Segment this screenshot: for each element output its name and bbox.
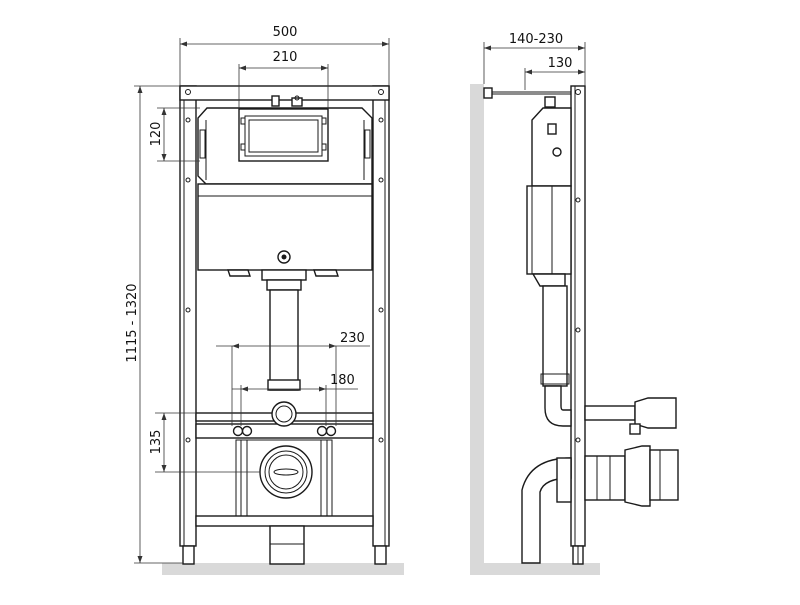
side-view: 140-230 130: [470, 32, 679, 575]
dim-depth-fixed: 130: [548, 56, 573, 71]
waste-outlet: [259, 445, 313, 499]
side-cistern-body: [526, 185, 572, 275]
side-cistern-top: [531, 107, 572, 187]
flush-pipe: [269, 289, 299, 391]
valve-left: [271, 95, 280, 107]
dim-plate-width: 210: [273, 50, 298, 65]
right-foot: [374, 545, 387, 565]
dim-plate-height: 120: [149, 122, 164, 147]
dim-outlet-height: 135: [149, 430, 164, 455]
wall: [470, 84, 484, 564]
dim-total-width: 500: [273, 25, 298, 40]
right-upright: [372, 85, 390, 547]
waste-connector-side: [649, 449, 679, 501]
bottom-pipe: [269, 525, 305, 565]
left-upright: [179, 85, 197, 547]
dim-inlet-inner: 180: [330, 373, 355, 388]
stud-left: [232, 425, 244, 437]
flush-plate-opening: [238, 108, 329, 162]
flush-connector-side: [634, 397, 677, 429]
dim-total-height: 1115 - 1320: [125, 283, 140, 362]
wall-anchor: [483, 87, 493, 99]
front-view: 500 210 120 1115 - 1320 230 180: [125, 25, 404, 575]
valve-right: [291, 97, 303, 107]
dim-depth-range: 140-230: [509, 32, 563, 47]
top-rail: [179, 85, 390, 101]
dim-inlet-outer: 230: [340, 331, 365, 346]
bottom-rail: [195, 515, 374, 527]
side-floor: [470, 563, 600, 575]
stud-right: [316, 425, 328, 437]
front-floor: [162, 563, 404, 575]
left-foot: [182, 545, 195, 565]
side-upright: [570, 85, 586, 547]
side-flush-pipe: [542, 285, 568, 387]
flush-bend: [544, 385, 572, 427]
